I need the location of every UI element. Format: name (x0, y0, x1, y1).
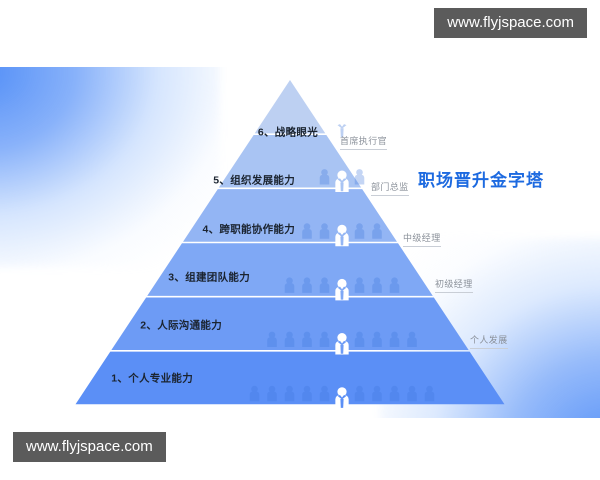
person-icon-suit-detail-level-5 (337, 178, 347, 192)
person-icon-crowd-level-3 (302, 277, 312, 293)
person-icon-crowd-level-1 (389, 385, 400, 402)
pyramid-level-6-capability-label: 6、战略眼光 (257, 126, 318, 139)
person-icon-crowd-level-1 (372, 385, 382, 402)
pyramid-level-4-role-label: 中级经理 (403, 231, 441, 247)
person-icon-suit-detail-level-6 (337, 124, 347, 138)
person-icon-crowd-level-2 (389, 331, 400, 348)
person-icon-crowd-level-3 (319, 277, 330, 293)
watermark-bottom: www.flyjspace.com (13, 432, 166, 462)
person-icon-crowd-level-2 (372, 331, 382, 348)
person-icon-suit-detail-level-2 (337, 340, 347, 354)
pyramid-level-4-capability-label: 4、跨职能协作能力 (202, 223, 295, 236)
person-icon-crowd-level-1 (284, 385, 295, 402)
pyramid-level-3[interactable] (147, 243, 433, 296)
person-icon-crowd-level-2 (354, 331, 365, 348)
slide-canvas: 6、战略眼光首席执行官 5、组织发展能力 部门总监 4、跨职能协作能力中级经理 3、组建… (0, 67, 600, 418)
pyramid-level-1[interactable] (75, 351, 505, 405)
person-icon-crowd-level-1 (267, 385, 277, 402)
pyramid-level-3-capability-label: 3、组建团队能力 (168, 271, 250, 284)
pyramid-chart (0, 67, 600, 418)
pyramid-level-5-capability-label: 5、组织发展能力 (213, 174, 295, 187)
pyramid-level-2-capability-label: 2、人际沟通能力 (140, 319, 222, 332)
person-icon-crowd-level-3 (354, 277, 365, 293)
person-icon-crowd-level-1 (302, 385, 312, 402)
person-icon-crowd-level-1 (354, 385, 365, 402)
person-icon-crowd-level-2 (284, 331, 295, 348)
person-icon-suit-detail-level-1 (337, 395, 347, 408)
person-icon-crowd-level-4 (302, 223, 312, 239)
page-title: 职场晋升金字塔 (418, 171, 544, 190)
watermark-top: www.flyjspace.com (434, 8, 587, 38)
pyramid-level-2[interactable] (111, 297, 469, 351)
person-icon-crowd-level-2 (302, 331, 312, 348)
person-icon-crowd-level-3 (284, 277, 295, 293)
pyramid-level-3-role-label: 初级经理 (435, 277, 473, 293)
pyramid-level-2-role-label: 个人发展 (470, 333, 508, 349)
person-icon-highlight-level-6 (335, 116, 349, 138)
person-icon-crowd-level-2 (319, 331, 330, 348)
pyramid-level-5[interactable] (218, 134, 362, 188)
person-icon-crowd-level-4 (319, 223, 330, 239)
person-icon-crowd-level-1 (407, 385, 417, 402)
pyramid-level-1-capability-label: 1、个人专业能力 (111, 372, 193, 385)
person-icon-crowd-level-5 (319, 169, 330, 185)
pyramid-level-6-role-label: 首席执行官 (340, 134, 388, 150)
person-icon-suit-detail-level-4 (337, 232, 347, 246)
person-icon-crowd-level-3 (389, 277, 400, 293)
person-icon-crowd-level-5 (354, 169, 365, 185)
person-icon-crowd-level-4 (372, 223, 382, 239)
person-icon-crowd-level-1 (249, 385, 260, 402)
person-icon-suit-detail-level-3 (337, 286, 347, 300)
person-icon-crowd-level-3 (372, 277, 382, 293)
person-icon-crowd-level-1 (319, 385, 330, 402)
pyramid-svg (75, 80, 505, 409)
person-icon-crowd-level-2 (407, 331, 417, 348)
person-icon-crowd-level-1 (424, 385, 435, 402)
pyramid-level-5-role-label: 部门总监 (371, 180, 409, 196)
pyramid-level-6[interactable] (254, 80, 326, 134)
person-icon-crowd-level-4 (354, 223, 365, 239)
person-icon-crowd-level-2 (267, 331, 277, 348)
background-glow-top-left (0, 67, 220, 267)
